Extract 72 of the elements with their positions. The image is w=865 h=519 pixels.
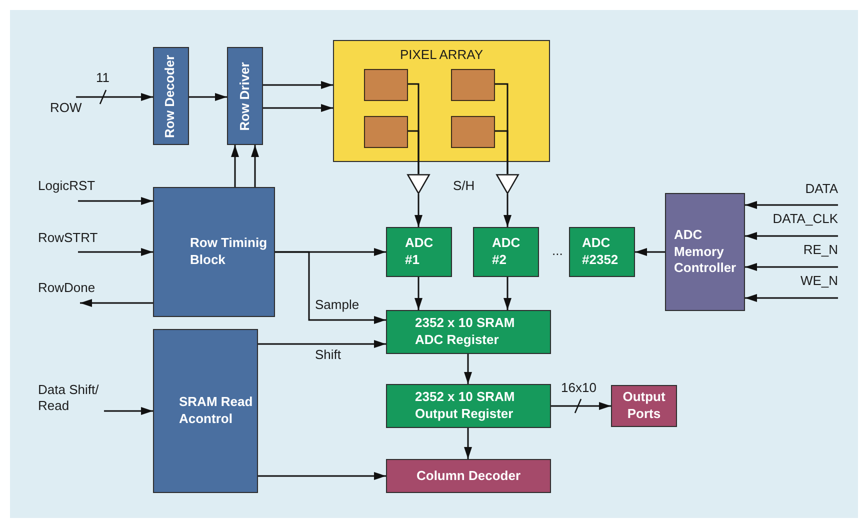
block-label: Row Timinig Block <box>190 235 268 269</box>
block-label: Output Ports <box>622 389 666 423</box>
arrow <box>745 294 838 302</box>
block-label: Column Decoder <box>416 468 520 484</box>
signal-label: Data Shift/ Read <box>38 382 99 413</box>
block-label: 2352 x 10 SRAM Output Register <box>415 389 516 423</box>
signal-label: LogicRST <box>38 178 96 193</box>
arrow <box>263 81 333 89</box>
arrow <box>78 197 153 205</box>
arrow <box>76 93 153 101</box>
arrow <box>275 251 386 324</box>
block-title: PIXEL ARRAY <box>400 47 484 62</box>
arrow <box>464 428 472 459</box>
arrow <box>251 145 259 187</box>
signal-label: RowSTRT <box>38 230 98 245</box>
arrow <box>745 263 838 271</box>
block-label: SRAM Read Acontrol <box>179 394 254 428</box>
process-box <box>386 459 551 493</box>
process-box <box>473 227 539 277</box>
pixel-array-block <box>333 40 550 162</box>
signal-label: S/H <box>453 179 475 192</box>
edge-label: Sample <box>315 298 360 311</box>
arrow <box>104 407 153 415</box>
process-box <box>386 227 452 277</box>
arrow <box>551 402 611 410</box>
pixel-cell <box>451 69 495 101</box>
process-box <box>611 385 677 427</box>
process-box <box>386 310 551 354</box>
arrow <box>745 201 838 209</box>
process-box <box>386 384 551 428</box>
signal-label: RE_N <box>803 242 838 257</box>
arrow <box>80 299 153 307</box>
process-box <box>227 47 263 145</box>
arrow <box>231 145 239 187</box>
arrow <box>414 277 422 310</box>
arrow <box>263 104 333 112</box>
process-box <box>665 193 745 311</box>
arrow <box>745 232 838 240</box>
signal-label: WE_N <box>800 273 838 288</box>
arrow <box>504 194 512 227</box>
block-label: Row Driver <box>236 62 253 130</box>
block-label: Row Decoder <box>162 54 179 138</box>
process-box <box>569 227 635 277</box>
block-label: ADC Memory Controller <box>674 226 738 278</box>
connector-line <box>408 130 420 174</box>
block-label: ADC #2352 <box>582 235 620 269</box>
process-box <box>153 187 275 317</box>
pixel-cell <box>451 116 495 148</box>
block-label: ADC #1 <box>405 235 434 269</box>
arrow <box>414 194 422 227</box>
connector-line <box>495 130 508 174</box>
arrow <box>258 472 386 480</box>
pixel-cell <box>364 116 408 148</box>
edge-label: Shift <box>315 348 342 361</box>
block-label: 2352 x 10 SRAM ADC Register <box>415 315 516 349</box>
ellipsis-label: ... <box>552 244 563 257</box>
process-box <box>153 47 189 145</box>
block-label: ADC #2 <box>492 235 522 269</box>
signal-label: RowDone <box>38 280 96 295</box>
edge-label: 11 <box>96 71 110 84</box>
arrow <box>78 248 153 256</box>
pixel-cell <box>364 69 408 101</box>
signal-label: ROW <box>50 100 82 116</box>
edge-label: 16x10 <box>561 381 596 394</box>
arrow <box>635 248 665 256</box>
signal-label: DATA <box>805 181 838 196</box>
arrow <box>189 93 227 101</box>
arrow <box>464 354 472 384</box>
arrow <box>504 277 512 310</box>
arrow <box>258 340 386 348</box>
process-box <box>153 329 258 493</box>
signal-label: DATA_CLK <box>772 211 838 226</box>
